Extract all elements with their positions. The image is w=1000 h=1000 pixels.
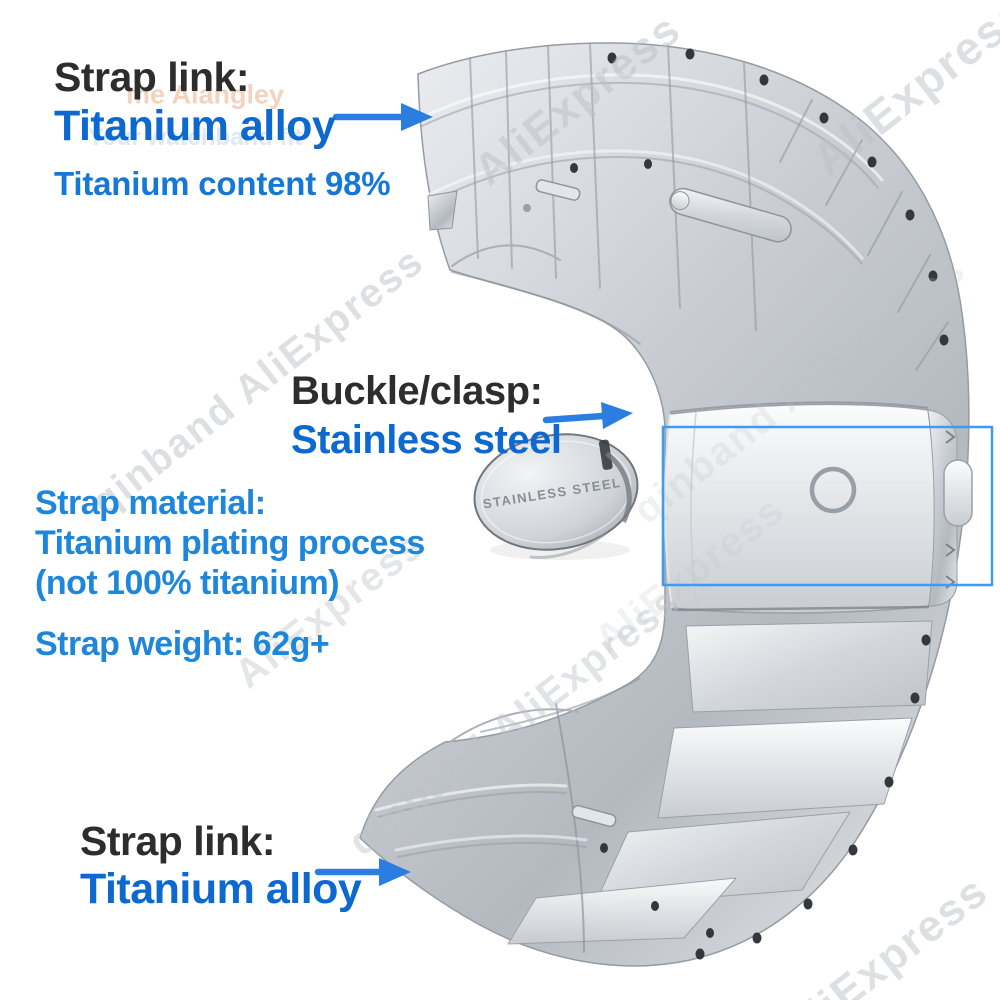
bottom-spring-bar-pin (571, 804, 617, 828)
clasp-ring-mark (809, 466, 857, 514)
buckle-clasp (664, 401, 973, 614)
strap-material-note: (not 100% titanium) (35, 563, 340, 602)
arrow-to-buckle (542, 402, 633, 429)
bottom-end-link (374, 703, 588, 953)
stainless-steel-badge: STAINLESS STEEL (473, 433, 639, 559)
clasp-highlight-box (661, 425, 994, 587)
buckle-label: Buckle/clasp: (291, 369, 543, 413)
strap-link-bottom-value: Titanium alloy (80, 865, 362, 914)
top-spring-bar-pin (535, 179, 581, 201)
annotation-strap-weight: Strap weight: 62g+ (35, 625, 330, 663)
annotation-strap-material: Strap material: Titanium plating process… (35, 484, 425, 603)
annotation-strap-link-bottom: Strap link: Titanium alloy (80, 818, 362, 914)
arrow-to-top-strap-link (332, 103, 433, 131)
strap-link-top-value: Titanium alloy (54, 102, 336, 151)
top-pin-stub (523, 204, 531, 212)
clasp-push-button (943, 459, 973, 527)
titanium-content-note: Titanium content 98% (54, 165, 391, 203)
strap-material-process: Titanium plating process (35, 523, 425, 562)
strap-material-label: Strap material: (35, 484, 266, 522)
link-pin-holes (570, 48, 949, 960)
annotation-strap-link-top: Strap link: Titanium alloy Titanium cont… (54, 54, 391, 203)
annotation-buckle: Buckle/clasp: Stainless steel (291, 369, 562, 462)
lower-strap-links (479, 620, 933, 945)
strap-weight-text: Strap weight: 62g+ (35, 625, 330, 663)
top-end-lug (427, 190, 458, 231)
buckle-value: Stainless steel (291, 418, 562, 462)
strap-link-top-label: Strap link: (54, 54, 249, 100)
arrow-to-bottom-strap-link (314, 858, 411, 886)
top-strap-links (418, 43, 949, 371)
strap-link-bottom-label: Strap link: (80, 818, 275, 864)
clasp-hinge (669, 187, 792, 243)
